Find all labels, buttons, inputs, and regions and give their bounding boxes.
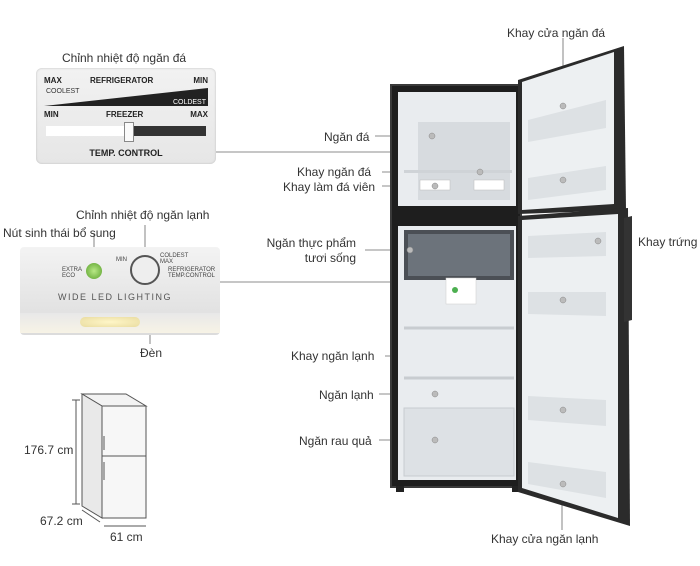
dial-coldest-max-label: COLDEST MAX <box>160 253 189 265</box>
label-fresh-food: Ngăn thực phẩm tươi sống <box>266 236 356 265</box>
lamp-glow <box>80 317 140 327</box>
eco-button[interactable] <box>86 263 102 279</box>
label-ice-tray: Khay ngăn đá <box>297 165 372 179</box>
led-light-strip <box>20 313 220 333</box>
dimension-diagram <box>72 393 148 527</box>
label-freezer-door-tray: Khay cửa ngăn đá <box>507 26 606 40</box>
label-temp-freezer: Chỉnh nhiệt độ ngăn đá <box>62 51 187 65</box>
dim-height: 176.7 cm <box>24 443 74 457</box>
temp-control-panel: MAX REFRIGERATOR MIN COOLEST COLDEST MIN… <box>36 68 216 164</box>
refrigerator-temp-control-label: REFRIGERATOR TEMP.CONTROL <box>168 267 216 279</box>
fridge-body <box>390 84 522 492</box>
label-crisper: Ngăn rau quả <box>299 434 372 448</box>
tc-freezer: FREEZER <box>106 110 144 119</box>
label-fridge-door-tray: Khay cửa ngăn lạnh <box>491 532 599 546</box>
label-eco-button: Nút sinh thái bổ sung <box>3 226 116 240</box>
freezer-slider[interactable] <box>46 122 206 142</box>
label-lamp: Đèn <box>140 346 163 360</box>
tc-min-left: MIN <box>44 110 59 119</box>
extra-eco-label: EXTRA ECO <box>62 267 83 279</box>
wide-led-lighting: WIDE LED LIGHTING <box>58 292 173 302</box>
label-egg-tray: Khay trứng <box>638 235 698 249</box>
fridge-temp-dial[interactable] <box>130 255 160 285</box>
tc-max-left: MAX <box>44 76 62 85</box>
tc-max-right: MAX <box>190 110 208 119</box>
marker-dots <box>406 102 602 488</box>
label-freezer: Ngăn đá <box>324 130 370 144</box>
label-fridge-shelf: Khay ngăn lạnh <box>291 349 375 363</box>
fridge-door <box>518 208 632 526</box>
dial-min-label: MIN <box>116 257 127 263</box>
dim-width: 61 cm <box>110 530 143 544</box>
fridge-control-panel: EXTRA ECO MIN COLDEST MAX REFRIGERATOR T… <box>20 247 220 335</box>
tc-wedge <box>44 88 208 106</box>
freezer-slider-knob[interactable] <box>124 122 134 142</box>
tc-coolest: COOLEST <box>46 88 80 95</box>
freezer-door <box>518 46 626 214</box>
label-fridge: Ngăn lạnh <box>319 388 374 402</box>
label-ice-maker: Khay làm đá viên <box>283 180 376 194</box>
tc-coldest: COLDEST <box>172 99 206 106</box>
tc-label: TEMP. CONTROL <box>89 148 163 158</box>
label-temp-fridge: Chỉnh nhiệt độ ngăn lạnh <box>76 208 210 222</box>
tc-min-right: MIN <box>193 76 208 85</box>
tc-refrigerator: REFRIGERATOR <box>90 76 154 85</box>
dim-depth: 67.2 cm <box>40 514 83 528</box>
